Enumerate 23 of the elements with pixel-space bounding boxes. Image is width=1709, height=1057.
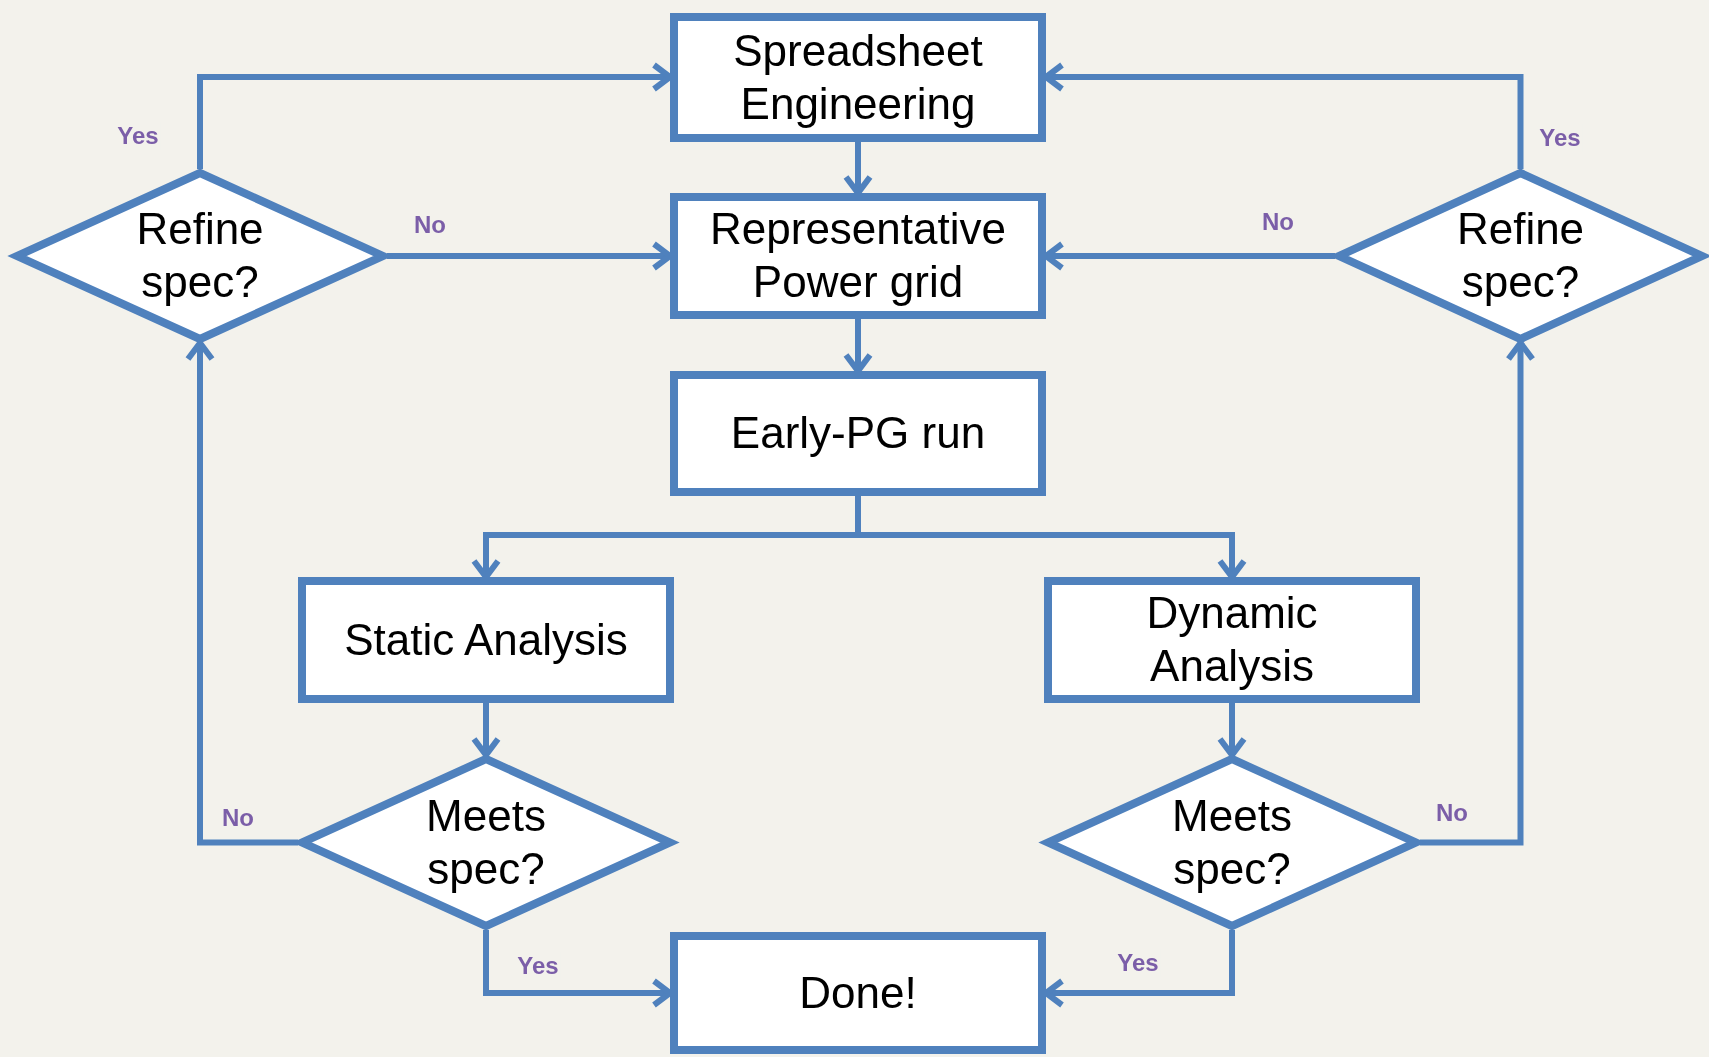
node-label: Dynamic Analysis bbox=[1145, 587, 1319, 692]
process-box bbox=[1044, 577, 1420, 703]
arrow bbox=[1420, 340, 1536, 846]
node-label: Meets spec? bbox=[1171, 789, 1293, 895]
node-label: Static Analysis bbox=[344, 613, 628, 666]
arrow bbox=[843, 319, 873, 374]
arrow bbox=[185, 340, 298, 846]
arrow bbox=[843, 142, 873, 196]
node-label: Meets spec? bbox=[425, 789, 547, 895]
arrow bbox=[855, 496, 1247, 580]
node-label: Refine spec? bbox=[1455, 203, 1586, 308]
node-label: Done! bbox=[799, 966, 917, 1019]
arrow bbox=[1217, 703, 1247, 758]
node-label: Early-PG run bbox=[730, 407, 986, 460]
process-box bbox=[670, 371, 1046, 496]
node-label: Spreadsheet Engineering bbox=[732, 24, 984, 130]
arrow bbox=[471, 703, 501, 758]
process-box bbox=[670, 193, 1046, 319]
process-box bbox=[670, 13, 1046, 142]
node-label: Refine spec? bbox=[135, 203, 265, 308]
process-box bbox=[670, 932, 1046, 1054]
node-label: Representative Power grid bbox=[709, 203, 1007, 308]
process-box bbox=[298, 577, 674, 703]
